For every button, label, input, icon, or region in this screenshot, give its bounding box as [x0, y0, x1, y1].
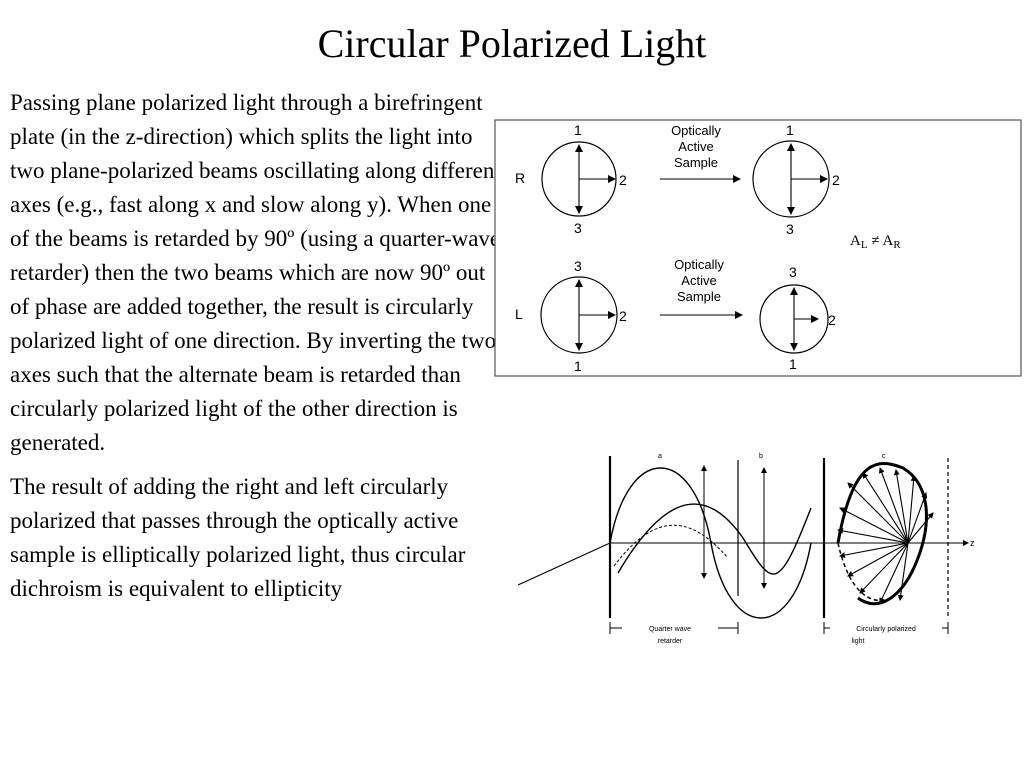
- paragraph-ellipticity: The result of adding the right and left …: [10, 474, 466, 601]
- figure-border: [494, 119, 1022, 377]
- point-label-b: b: [759, 453, 763, 460]
- circle-r-out: [752, 140, 830, 218]
- label-r-sample-2: Active: [678, 139, 713, 154]
- wave-diagram: z a b: [517, 453, 975, 645]
- label-r-in-top: 1: [574, 122, 582, 138]
- label-l: L: [515, 306, 523, 322]
- label-l-sample-1: Optically: [674, 257, 724, 272]
- point-label-c: c: [882, 453, 886, 460]
- body-text: Passing plane polarized light through a …: [10, 86, 502, 606]
- circle-r-in: [541, 141, 617, 217]
- label-l-in-top: 3: [574, 258, 582, 274]
- label-l-sample-2: Active: [681, 273, 716, 288]
- label-r-out-right: 2: [832, 172, 840, 188]
- label-circular-1: Circularly polarized: [856, 626, 916, 633]
- paragraph-circular-polarization: Passing plane polarized light through a …: [10, 90, 501, 455]
- label-l-out-top: 3: [789, 264, 797, 280]
- label-l-out-bottom: 1: [789, 356, 797, 372]
- circle-l-in: [540, 276, 618, 354]
- polarization-diagram-figure: R 1 2 3 Optically Active Sample 1 2 3 AL…: [494, 119, 1022, 377]
- wave-diagram-figure: z a b: [517, 448, 984, 654]
- label-circular-2: light: [852, 638, 865, 645]
- label-l-out-right: 2: [828, 312, 836, 328]
- point-label-a: a: [658, 453, 662, 460]
- label-r-in-bottom: 3: [574, 220, 582, 236]
- label-r-sample-3: Sample: [674, 155, 718, 170]
- label-l-sample-3: Sample: [677, 289, 721, 304]
- circle-l-out: [759, 284, 829, 354]
- label-r-out-top: 1: [786, 122, 794, 138]
- label-quarter-wave-2: retarder: [658, 638, 683, 645]
- inequality-label: AL ≠ AR: [850, 233, 901, 251]
- label-r-out-bottom: 3: [786, 221, 794, 237]
- label-l-in-bottom: 1: [574, 358, 582, 374]
- label-r-sample-1: Optically: [671, 123, 721, 138]
- label-quarter-wave-1: Quarter wave: [649, 626, 691, 633]
- z-axis-label: z: [970, 538, 975, 548]
- label-r-in-right: 2: [619, 172, 627, 188]
- polarization-diagram: R 1 2 3 Optically Active Sample 1 2 3 AL…: [494, 119, 1022, 377]
- slide-title: Circular Polarized Light: [317, 21, 707, 66]
- label-r: R: [515, 170, 525, 186]
- label-l-in-right: 2: [619, 308, 627, 324]
